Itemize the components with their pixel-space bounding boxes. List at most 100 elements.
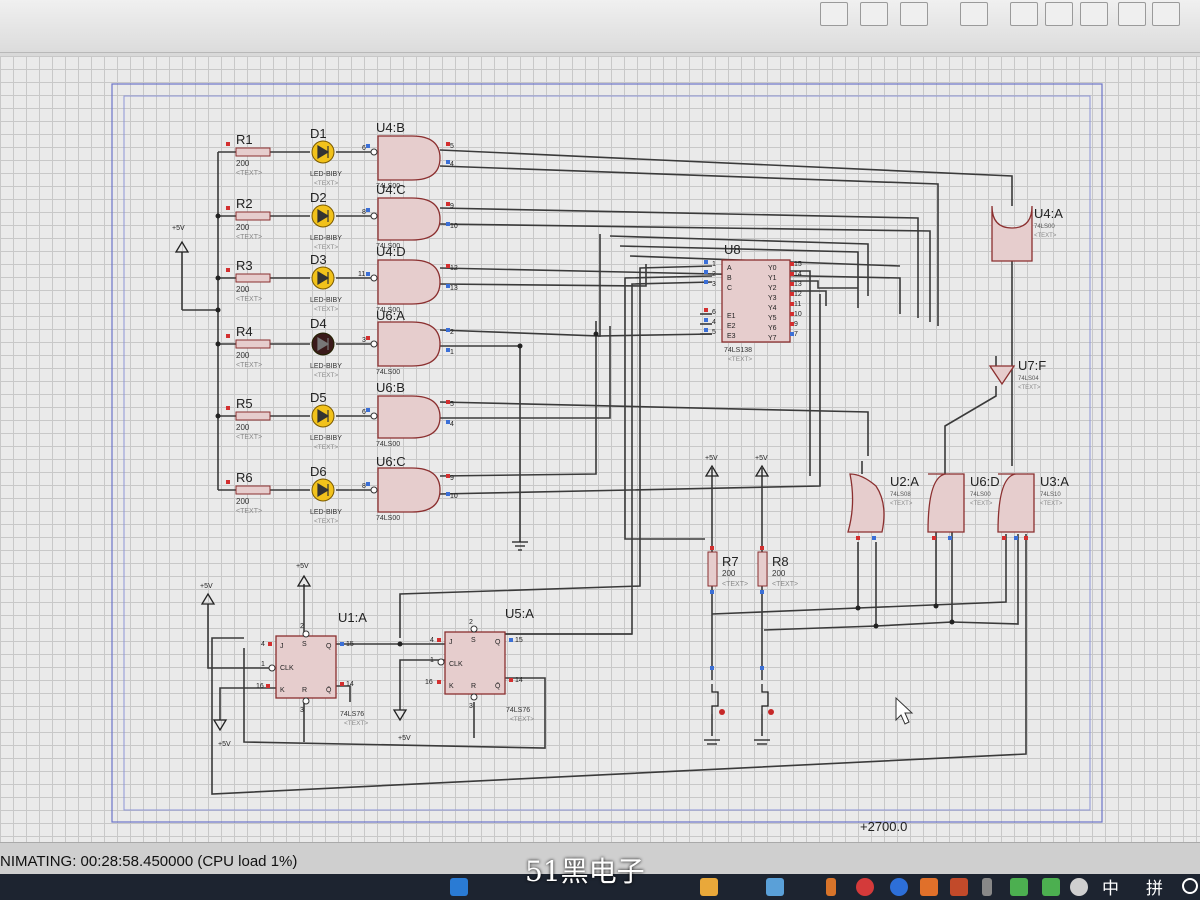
gate-u6b[interactable] bbox=[377, 395, 441, 439]
toolbar-button[interactable] bbox=[860, 2, 888, 26]
u6b-ref: U6:B bbox=[376, 380, 405, 395]
gate-u2a[interactable] bbox=[847, 473, 885, 533]
gate-u4c[interactable] bbox=[377, 197, 441, 241]
block-move-button[interactable] bbox=[1152, 2, 1180, 26]
resistor-r7[interactable] bbox=[707, 551, 718, 587]
gate-u6a[interactable] bbox=[377, 321, 441, 367]
push-button-1[interactable] bbox=[711, 684, 725, 715]
u8-pin-y4: 11 bbox=[794, 301, 801, 308]
rotate-tool-button[interactable] bbox=[960, 2, 988, 26]
ime-indicator[interactable]: 中 bbox=[1102, 879, 1119, 898]
u5a-pin-clk: CLK bbox=[449, 661, 463, 668]
toolbar-button[interactable] bbox=[900, 2, 928, 26]
led-d6[interactable] bbox=[311, 478, 335, 502]
taskbar-app-icon[interactable] bbox=[450, 878, 468, 896]
u1a-num-clk: 1 bbox=[261, 661, 265, 668]
u6a-ref: U6:A bbox=[376, 308, 405, 323]
resistor-r6[interactable] bbox=[235, 485, 271, 495]
u6c-type: 74LS00 bbox=[376, 515, 400, 522]
led-d5[interactable] bbox=[311, 404, 335, 428]
r2-ref: R2 bbox=[236, 196, 253, 211]
u8-out-y5: Y5 bbox=[768, 315, 777, 322]
supply-label-2: +5V bbox=[296, 563, 309, 570]
resistor-r8[interactable] bbox=[757, 551, 768, 587]
u8-in-e1: E1 bbox=[727, 313, 736, 320]
supply-label-1: +5V bbox=[172, 225, 185, 232]
led-d2[interactable] bbox=[311, 204, 335, 228]
u3a-type: 74LS10 bbox=[1040, 492, 1061, 498]
toolbar-button[interactable] bbox=[820, 2, 848, 26]
u4c-pin-in2: 10 bbox=[450, 223, 458, 230]
tray-icon-2[interactable] bbox=[856, 878, 874, 896]
u6c-ref: U6:C bbox=[376, 454, 406, 469]
schematic-svg[interactable]: R1 R2 R3 R4 R5 R6 R7 R8 200 200 200 200 … bbox=[0, 56, 1200, 842]
copy-button[interactable] bbox=[1045, 2, 1073, 26]
led-d4[interactable] bbox=[311, 332, 335, 356]
u8-pin-a: 1 bbox=[712, 261, 716, 268]
u1a-num-k: 16 bbox=[256, 683, 264, 690]
schematic-canvas[interactable]: R1 R2 R3 R4 R5 R6 R7 R8 200 200 200 200 … bbox=[0, 56, 1200, 842]
cut-button[interactable] bbox=[1010, 2, 1038, 26]
u8-out-y0: Y0 bbox=[768, 265, 777, 272]
u8-pin-y3: 12 bbox=[794, 291, 802, 298]
u8-out-y4: Y4 bbox=[768, 305, 777, 312]
gate-u3a[interactable] bbox=[997, 473, 1035, 533]
decoder-u8[interactable] bbox=[721, 259, 791, 343]
update-icon[interactable] bbox=[1070, 878, 1088, 896]
led-d3[interactable] bbox=[311, 266, 335, 290]
resistor-r2[interactable] bbox=[235, 211, 271, 221]
paste-button[interactable] bbox=[1080, 2, 1108, 26]
resistor-r1[interactable] bbox=[235, 147, 271, 157]
push-button-2[interactable] bbox=[761, 684, 774, 715]
u6b-type: 74LS00 bbox=[376, 441, 400, 448]
d2-text: <TEXT> bbox=[314, 244, 338, 251]
r1-value: 200 bbox=[236, 159, 250, 168]
led-d1[interactable] bbox=[311, 140, 335, 164]
u5a-pin-s: S bbox=[471, 637, 476, 644]
supply-label-7: +5V bbox=[398, 735, 411, 742]
gate-u4b[interactable] bbox=[377, 135, 441, 181]
d6-type: LED-BIBY bbox=[310, 509, 342, 516]
usb-icon[interactable] bbox=[982, 878, 992, 896]
gate-u6c[interactable] bbox=[377, 467, 441, 513]
d1-text: <TEXT> bbox=[314, 180, 338, 187]
gate-u4d[interactable] bbox=[377, 259, 441, 305]
resistor-r5[interactable] bbox=[235, 411, 271, 421]
u8-pin-e1: 6 bbox=[712, 309, 716, 316]
r6-ref: R6 bbox=[236, 470, 253, 485]
u8-out-y2: Y2 bbox=[768, 285, 777, 292]
taskbar: 中 拼 bbox=[0, 874, 1200, 900]
u1a-pin-k: K bbox=[280, 687, 285, 694]
resistor-r3[interactable] bbox=[235, 273, 271, 283]
security-icon[interactable] bbox=[920, 878, 938, 896]
globe-icon[interactable] bbox=[1182, 878, 1198, 894]
tray-icon-3[interactable] bbox=[950, 878, 968, 896]
u8-out-y6: Y6 bbox=[768, 325, 777, 332]
folder-icon[interactable] bbox=[700, 878, 718, 896]
u8-out-y7: Y7 bbox=[768, 335, 777, 342]
tray-icon-1[interactable] bbox=[826, 878, 836, 896]
u2a-type: 74LS08 bbox=[890, 492, 911, 498]
u6b-pin-out: 6 bbox=[362, 409, 366, 416]
flipflop-u1a[interactable] bbox=[275, 635, 337, 699]
u5a-type: 74LS76 bbox=[506, 707, 530, 714]
u2a-text: <TEXT> bbox=[890, 501, 913, 507]
u8-pin-b: 2 bbox=[712, 271, 716, 278]
gate-u7f[interactable] bbox=[988, 365, 1016, 386]
block-copy-button[interactable] bbox=[1118, 2, 1146, 26]
gate-u4a[interactable] bbox=[991, 205, 1033, 262]
u4d-pin-in2: 13 bbox=[450, 285, 458, 292]
r5-value: 200 bbox=[236, 423, 250, 432]
taskbar-app-icon-2[interactable] bbox=[766, 878, 784, 896]
u4b-pin-in1: 5 bbox=[450, 143, 454, 150]
gate-u6d[interactable] bbox=[927, 473, 965, 533]
u8-pin-y0: 15 bbox=[794, 261, 802, 268]
u8-pin-e3: 5 bbox=[712, 329, 716, 336]
bluetooth-icon[interactable] bbox=[890, 878, 908, 896]
resistor-r4[interactable] bbox=[235, 339, 271, 349]
nvidia-icon[interactable] bbox=[1010, 878, 1028, 896]
input-method-pinyin[interactable]: 拼 bbox=[1146, 879, 1163, 898]
r6-text: <TEXT> bbox=[236, 508, 262, 515]
tray-icon-4[interactable] bbox=[1042, 878, 1060, 896]
u2a-ref: U2:A bbox=[890, 474, 919, 489]
